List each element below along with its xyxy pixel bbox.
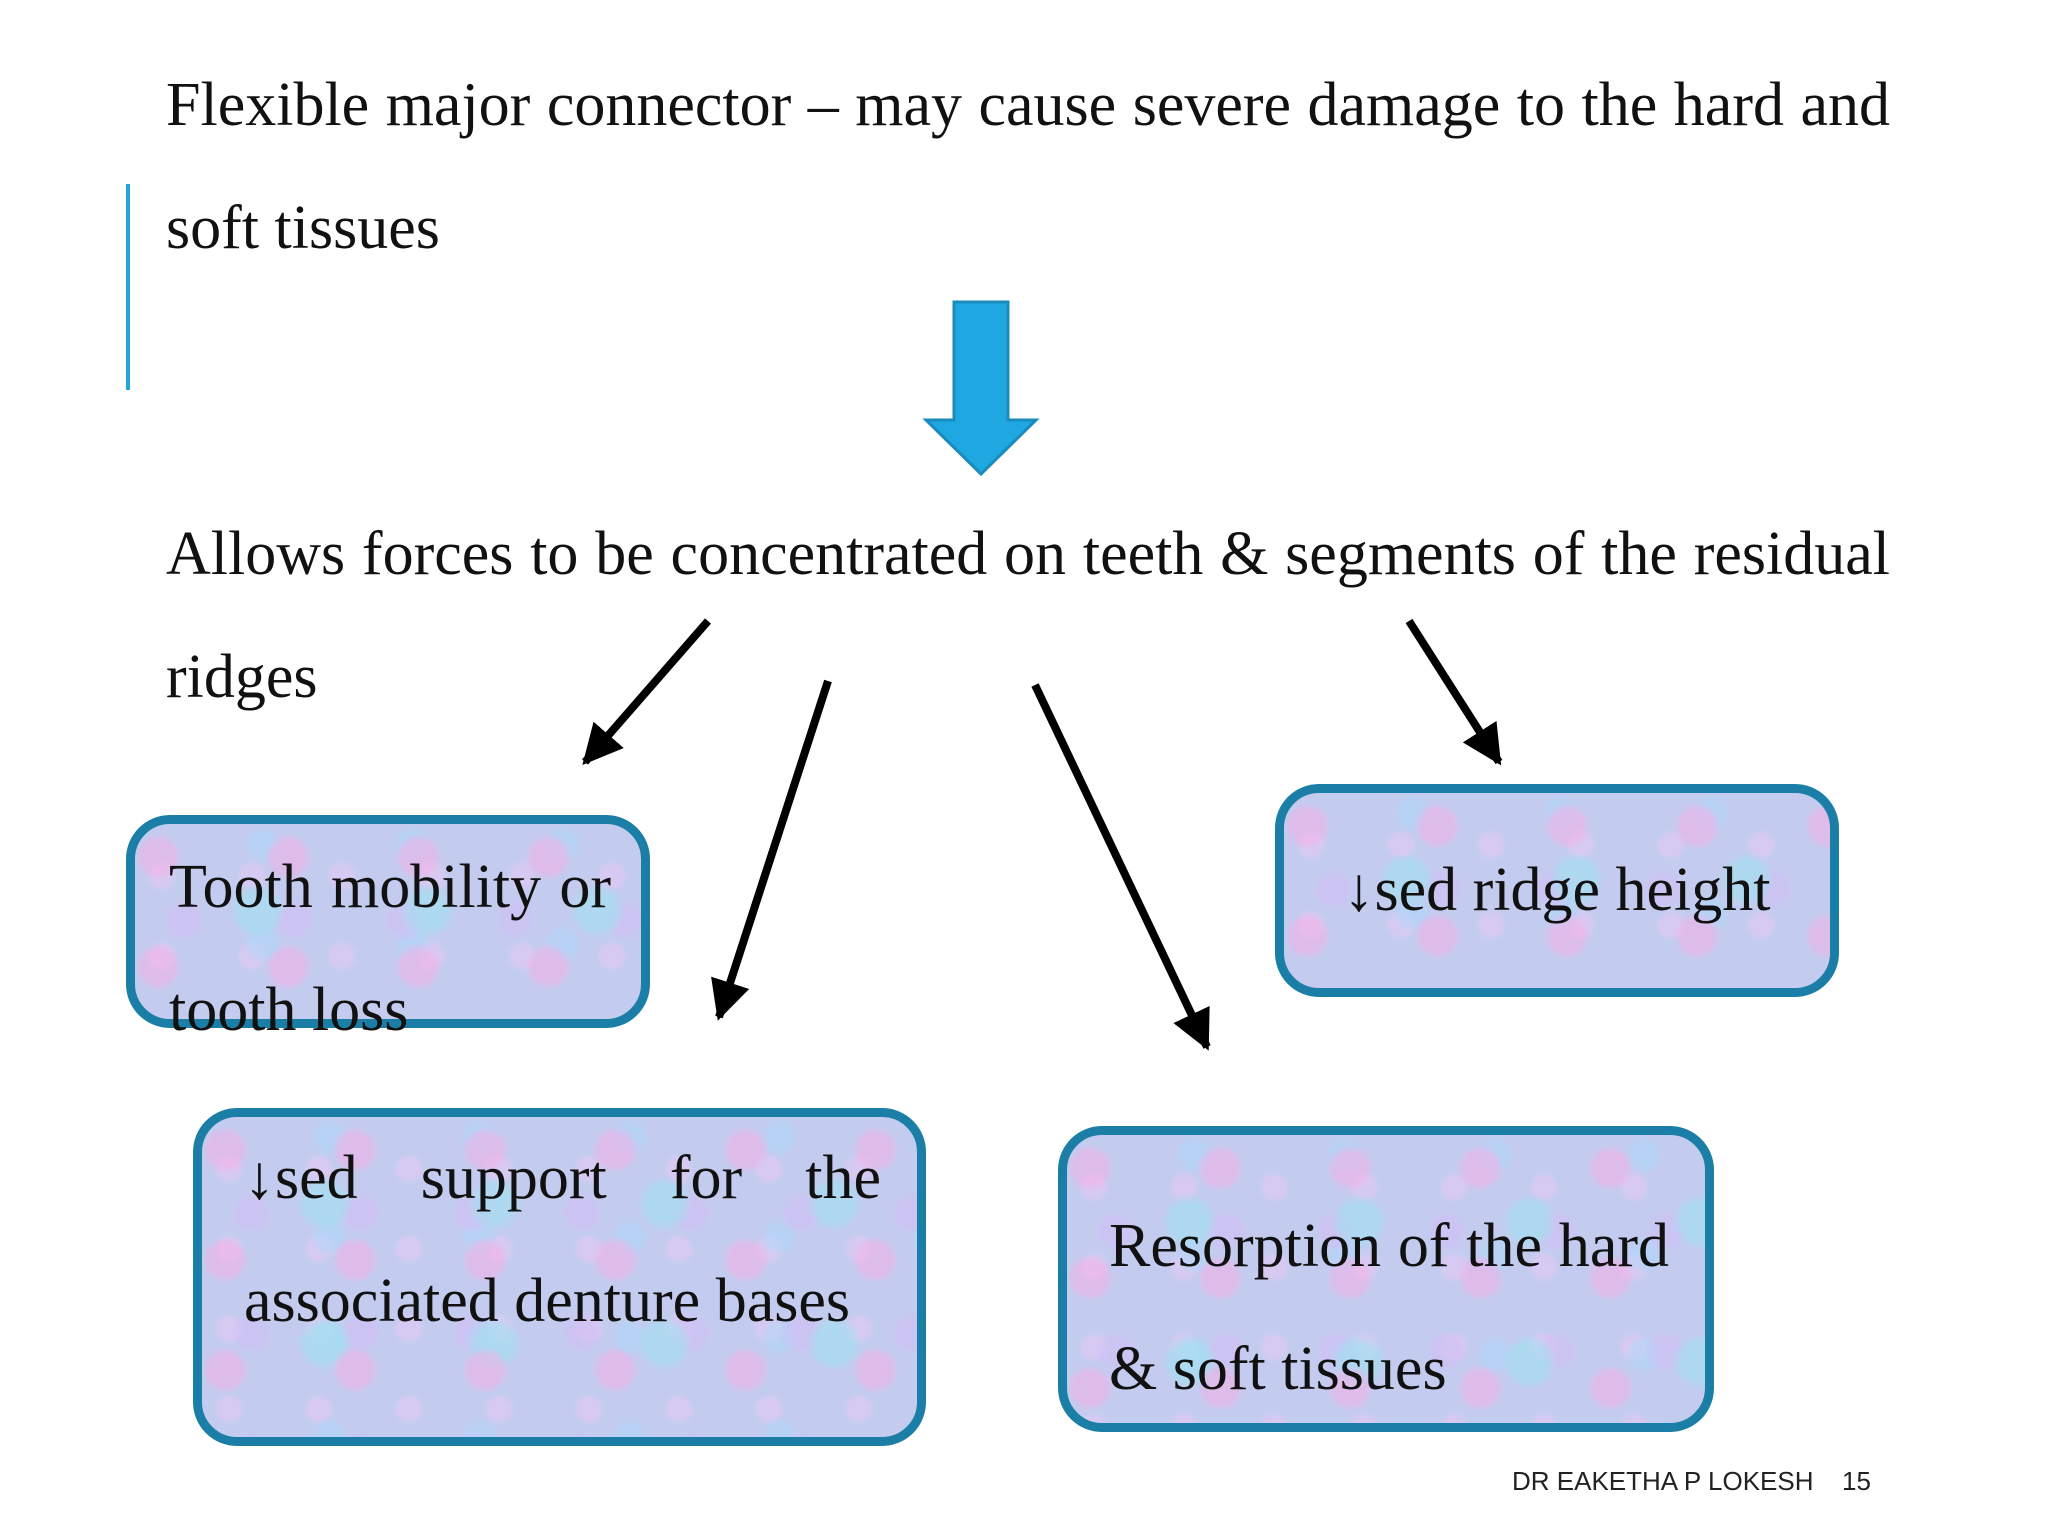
main-down-arrow xyxy=(922,300,1040,477)
arrow-to-tooth-mobility xyxy=(581,618,712,766)
arrow-to-decreased-support xyxy=(711,679,832,1021)
accent-bar xyxy=(126,184,130,390)
footer-author: DR EAKETHA P LOKESH xyxy=(1512,1466,1814,1496)
arrow-to-ridge-height xyxy=(1405,618,1503,766)
consequence-text: Allows forces to be concentrated on teet… xyxy=(166,520,1890,711)
page-number: 15 xyxy=(1842,1466,1871,1496)
resorption-box: Resorption of the hard & soft tissues xyxy=(1058,1126,1714,1432)
tooth-mobility-box: Tooth mobility or tooth loss xyxy=(126,815,650,1044)
statement-text: Flexible major connector – may cause sev… xyxy=(166,71,1890,262)
ridge-height-box: ↓sed ridge height xyxy=(1275,784,1839,997)
arrow-to-resorption xyxy=(1031,683,1211,1051)
decreased-support-box: ↓sed support for the associated denture … xyxy=(193,1108,926,1446)
